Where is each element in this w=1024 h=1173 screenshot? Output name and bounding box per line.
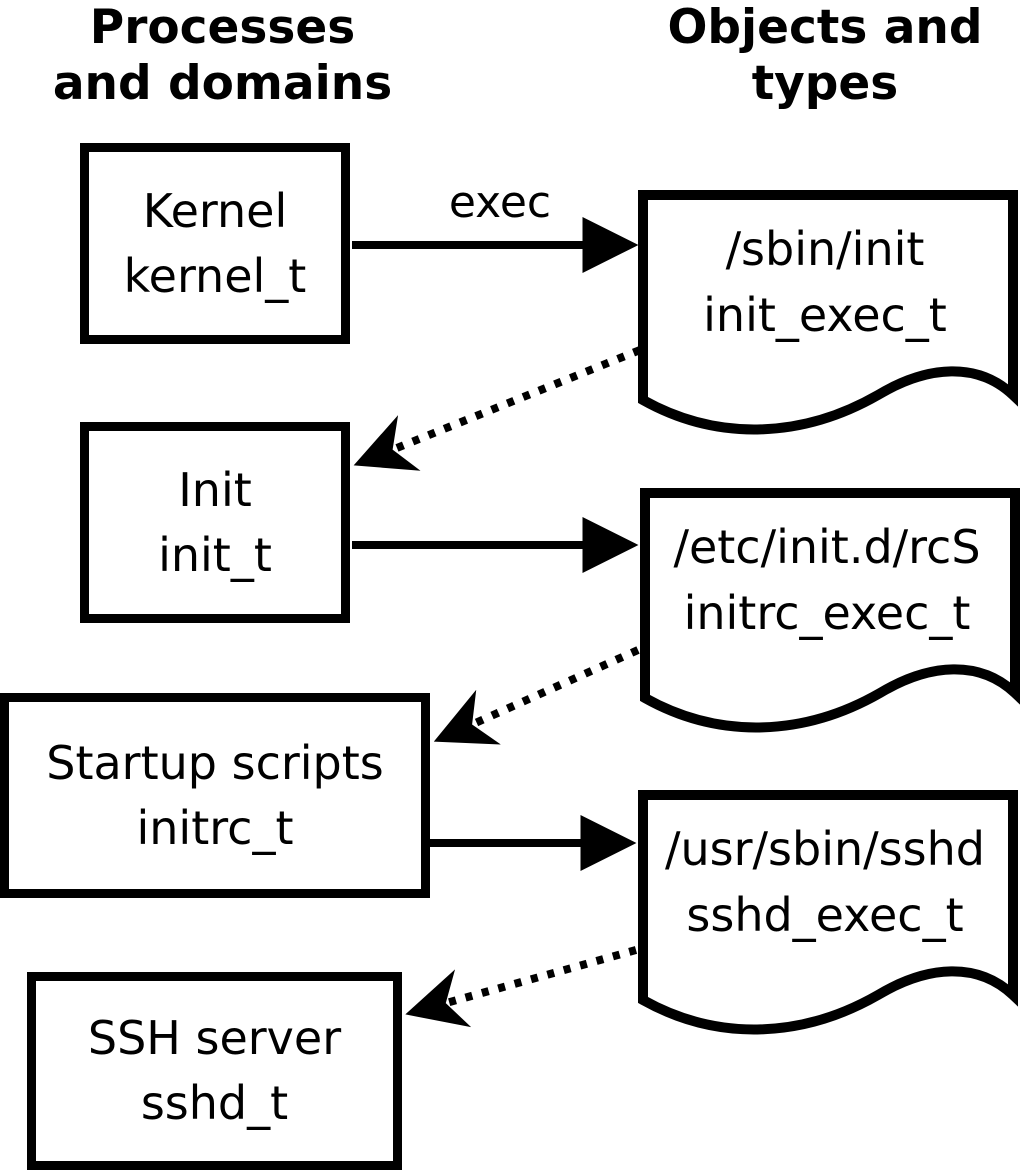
process-name-startup-scripts: Startup scripts	[46, 735, 384, 790]
process-domain-sshd-t: sshd_t	[140, 1076, 289, 1130]
column-header-processes: Processes and domains	[0, 0, 445, 112]
document-label-etc-initd-rcs: /etc/init.d/rcS initrc_exec_t	[637, 514, 1017, 646]
process-box-kernel: Kernel kernel_t	[80, 143, 350, 344]
object-type-init-exec-t: init_exec_t	[703, 288, 947, 342]
object-type-initrc-exec-t: initrc_exec_t	[683, 586, 971, 640]
process-domain-init-t: init_t	[158, 527, 272, 582]
column-header-processes-line2: and domains	[52, 56, 393, 111]
object-type-sshd-exec-t: sshd_exec_t	[686, 888, 964, 942]
dotted-arrow-sshd-exec-to-sshd	[405, 946, 638, 1028]
object-path-etc-initd-rcs: /etc/init.d/rcS	[673, 520, 981, 574]
object-path-usr-sbin-sshd: /usr/sbin/sshd	[665, 822, 985, 876]
process-name-kernel: Kernel	[142, 183, 288, 238]
exec-arrow-label: exec	[448, 177, 552, 228]
document-label-usr-sbin-sshd: /usr/sbin/sshd sshd_exec_t	[635, 816, 1015, 948]
dotted-arrow-initrc-exec-to-initrc	[433, 646, 640, 745]
process-domain-initrc-t: initrc_t	[136, 800, 294, 855]
process-name-ssh-server: SSH server	[87, 1011, 342, 1065]
column-header-objects-line2: types	[751, 56, 899, 111]
process-domain-kernel-t: kernel_t	[123, 248, 307, 303]
process-box-startup-scripts: Startup scripts initrc_t	[0, 693, 430, 898]
process-box-init: Init init_t	[80, 422, 350, 623]
column-header-processes-line1: Processes	[89, 0, 356, 55]
document-label-sbin-init: /sbin/init init_exec_t	[635, 216, 1015, 348]
column-header-objects: Objects and types	[645, 0, 1005, 112]
process-box-ssh-server: SSH server sshd_t	[27, 972, 402, 1170]
object-path-sbin-init: /sbin/init	[725, 222, 925, 276]
process-name-init: Init	[178, 462, 252, 517]
dotted-arrow-init-exec-to-init	[353, 346, 642, 471]
column-header-objects-line1: Objects and	[667, 0, 983, 55]
